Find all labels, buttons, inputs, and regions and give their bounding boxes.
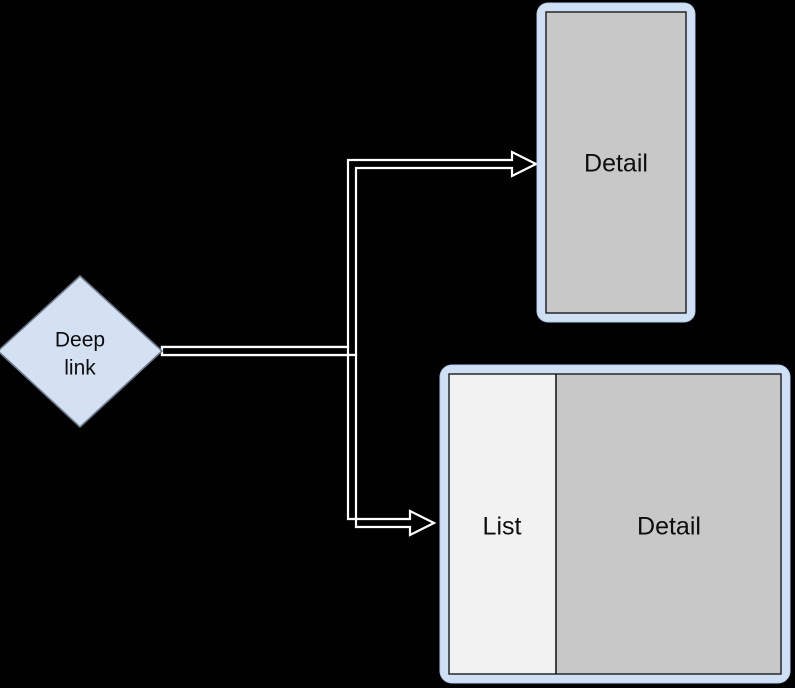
tablet-screen-outline [448, 373, 782, 675]
phone-detail-label: Detail [584, 150, 648, 178]
edge-to-tablet-path [160, 345, 437, 537]
node-phone-detail[interactable]: Detail [536, 2, 696, 323]
deep-link-label-line1: Deep [55, 329, 105, 352]
node-deep-link[interactable]: Deep link [0, 274, 164, 429]
tablet-list-label: List [483, 513, 522, 541]
tablet-detail-label: Detail [637, 513, 701, 541]
tablet-list-pane[interactable] [449, 374, 556, 674]
node-tablet-list-detail[interactable]: List Detail [439, 364, 791, 684]
tablet-detail-pane[interactable] [556, 374, 781, 674]
phone-screen-detail-pane[interactable] [545, 11, 687, 314]
deep-link-diamond-shape [0, 274, 164, 429]
deep-link-label-line2: link [64, 357, 96, 380]
edge-to-tablet[interactable] [160, 345, 437, 537]
edge-to-phone-path [160, 150, 539, 357]
edge-to-phone[interactable] [160, 150, 539, 357]
